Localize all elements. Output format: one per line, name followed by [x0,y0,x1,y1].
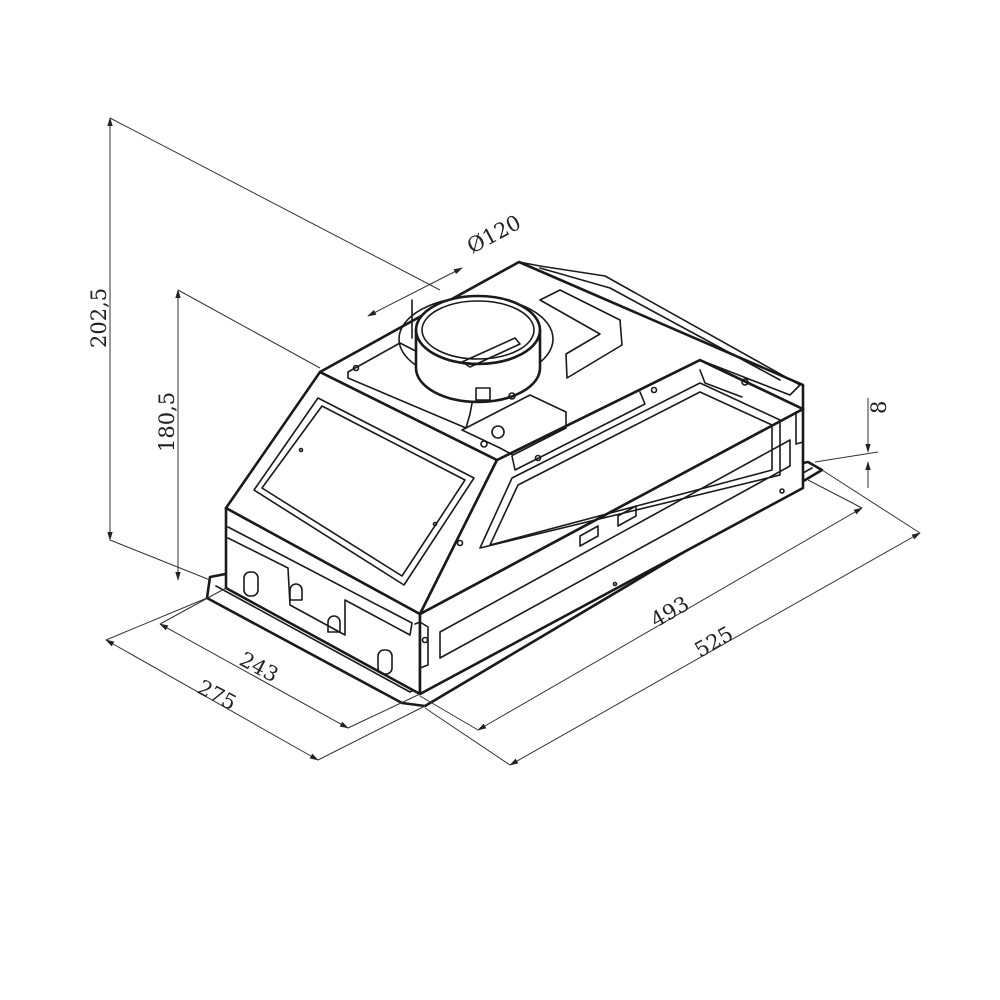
front-panel-bracket [227,526,413,636]
dim-width-total: 525 [691,621,738,662]
dim-duct-diameter: Ø120 [463,210,525,258]
front-window [253,397,475,586]
dim-height-total: 202,5 [87,288,111,348]
collar-tab [475,387,491,401]
top-recess-right [539,289,623,379]
top-rim [518,261,801,396]
dimension-lines [105,117,921,766]
front-vent-left [243,571,259,597]
top-screw [491,425,505,439]
front-clip-left [289,583,303,601]
dim-flange-thickness: 8 [867,401,891,414]
dim-depth-total: 275 [194,675,241,715]
side-recess [479,382,781,549]
dim-depth-body: 243 [236,647,283,687]
front-clip-right [327,615,341,633]
dim-width-body: 493 [647,591,694,632]
dim-height-body: 180,5 [155,392,179,452]
top-recess-front [461,394,567,456]
front-vent-right [377,649,393,675]
damper-flap [461,337,521,368]
